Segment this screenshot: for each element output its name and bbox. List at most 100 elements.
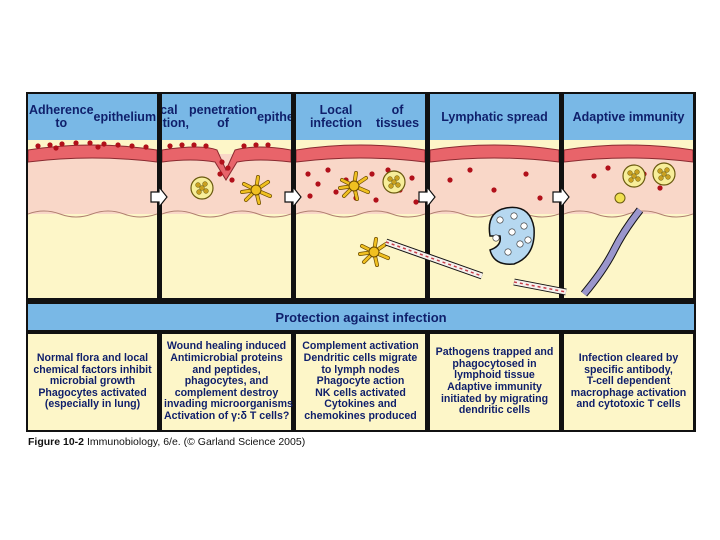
blood-vessel-lumen: [581, 208, 643, 296]
stage-title-line: Local infection: [309, 103, 363, 130]
description-line: dendritic cells: [458, 404, 531, 417]
microbe: [373, 197, 379, 203]
dendritic-cell: [240, 175, 272, 205]
description-line: phagocytes, and: [184, 375, 269, 388]
microbe: [307, 193, 313, 199]
description-line: Infection cleared by: [578, 352, 679, 365]
stage-title: Local infection,penetration ofepithelium: [162, 94, 291, 140]
description-line: Phagocyte action: [316, 375, 405, 388]
description-line: specific antibody,: [584, 363, 673, 376]
microbe: [179, 142, 185, 148]
stage-illustration: [28, 140, 157, 218]
microbe: [491, 187, 497, 193]
microbe: [73, 140, 79, 146]
protection-label: Protection against infection: [275, 309, 447, 325]
stage-title: Adaptive immunity: [564, 94, 693, 140]
microbe: [191, 142, 197, 148]
description-line: Phagocytes activated: [38, 386, 147, 399]
microbe: [315, 181, 321, 187]
connective-tissue: [162, 154, 291, 214]
description-line: Complement activation: [302, 340, 419, 353]
stage-illustration: [564, 144, 693, 297]
stage-title-line: penetration of: [189, 103, 258, 130]
tissue-boundary: [28, 210, 157, 218]
stage-title-line: Adherence to: [28, 103, 94, 130]
microbe: [219, 159, 225, 165]
description-line: Pathogens trapped and: [435, 346, 554, 359]
microbe: [115, 142, 121, 148]
stage-illustration: [296, 144, 425, 267]
microbe: [253, 142, 259, 148]
lymph-node: [488, 206, 535, 265]
dendritic-cell: [358, 237, 390, 267]
tissue-boundary: [162, 210, 291, 218]
epithelium: [162, 146, 291, 181]
figure: Adherence toepitheliumLocal infection,pe…: [26, 92, 696, 432]
description-line: macrophage activation: [570, 386, 687, 399]
microbe: [203, 143, 209, 149]
description-line: (especially in lung): [44, 398, 141, 411]
description-line: T-cell dependent: [586, 375, 671, 388]
description-line: Activation of γ:δ T cells?: [164, 409, 290, 422]
progression-arrow: [552, 186, 570, 208]
connective-tissue: [430, 154, 559, 214]
description-line: Cytokines and: [324, 398, 397, 411]
description-line: complement destroy: [174, 386, 279, 399]
microbe: [265, 142, 271, 148]
description-line: Dendritic cells migrate: [303, 352, 418, 365]
microbe: [605, 165, 611, 171]
epithelium: [564, 144, 693, 163]
microbe: [87, 140, 93, 146]
microbe: [333, 189, 339, 195]
connective-tissue: [28, 154, 157, 214]
microbe: [523, 171, 529, 177]
phagocyte: [652, 162, 676, 186]
stage-title-line: epithelium: [257, 109, 291, 124]
stage-panel-5: Adaptive immunity: [564, 94, 693, 298]
description-line: and cytotoxic T cells: [576, 398, 681, 411]
stage-illustration: [162, 142, 291, 218]
microbe: [225, 165, 231, 171]
progression-arrow: [150, 186, 168, 208]
microbe: [143, 144, 149, 150]
t-cell: [614, 192, 626, 204]
microbe: [467, 167, 473, 173]
microbe: [53, 145, 59, 151]
microbe: [591, 173, 597, 179]
description-line: and peptides,: [192, 363, 261, 376]
tissue-boundary: [296, 210, 425, 218]
tissue-boundary: [564, 210, 693, 218]
protection-bar: Protection against infection: [28, 304, 694, 330]
stage-title-line: Lymphatic spread: [441, 109, 548, 124]
microbe: [537, 195, 543, 201]
microbe: [217, 171, 223, 177]
phagocyte: [622, 164, 646, 188]
description-line: Antimicrobial proteins: [170, 352, 283, 365]
microbe: [101, 141, 107, 147]
dendritic-cell: [338, 171, 370, 201]
microbe: [47, 142, 53, 148]
description-line: phagocytosed in: [452, 357, 537, 370]
microbe: [229, 177, 235, 183]
epithelium: [430, 144, 559, 163]
description-line: Wound healing induced: [166, 340, 287, 353]
microbe: [413, 199, 419, 205]
caption-text: Immunobiology, 6/e. (© Garland Science 2…: [86, 436, 306, 448]
microbe: [409, 175, 415, 181]
description-line: microbial growth: [49, 375, 136, 388]
description-line: Normal flora and local: [36, 352, 149, 365]
microbe: [369, 171, 375, 177]
epithelium: [28, 144, 157, 163]
microbe: [167, 143, 173, 149]
stage-illustration: [430, 144, 559, 265]
stage-title-line: Adaptive immunity: [572, 109, 685, 124]
microbe: [447, 177, 453, 183]
description-line: invading microorganisms: [164, 398, 293, 411]
description-line: chemokines produced: [304, 409, 417, 422]
